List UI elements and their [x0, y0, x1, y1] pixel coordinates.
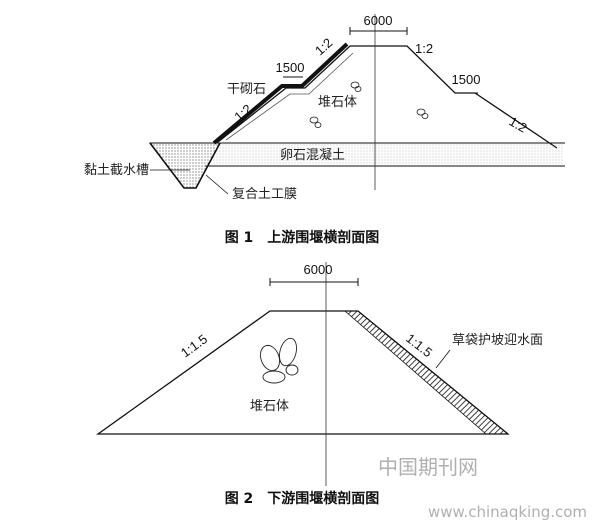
figure-2-caption: 图 2 下游围堰横剖面图	[225, 490, 380, 507]
label-concrete: 卵石混凝土	[280, 147, 345, 163]
leader-sandbag	[435, 349, 451, 369]
slope-label-left-upper: 1:2	[312, 35, 335, 58]
concrete-layer	[212, 143, 564, 166]
top-width-label-2: 6000	[304, 262, 333, 277]
label-rockfill: 堆石体	[318, 95, 357, 110]
boulder-cluster-icon	[259, 337, 299, 384]
boulder-icon	[309, 81, 429, 128]
label-riprap: 干砌石	[227, 82, 266, 97]
top-width-dimension-2: 6000	[269, 262, 359, 286]
embankment-outline-2	[95, 310, 510, 435]
top-width-dimension: 6000	[349, 13, 408, 35]
watermark-cn: 中国期刊网	[378, 455, 478, 479]
label-membrane: 复合土工膜	[232, 187, 297, 202]
left-berm-label: 1500	[276, 60, 305, 75]
label-sandbag: 草袋护坡迎水面	[452, 333, 543, 348]
right-berm-label: 1500	[452, 72, 481, 87]
figure-2-downstream-cofferdam: 6000 1:1.5 1:1.5 堆石体 草袋护坡迎水面 图 2 下游围堰横剖面…	[95, 262, 543, 507]
top-width-label: 6000	[364, 13, 393, 28]
left-berm-dimension: 1500	[276, 60, 305, 78]
label-clay-trench: 黏土截水槽	[84, 162, 149, 178]
leader-membrane	[205, 174, 229, 195]
watermark-url: www.chinaqking.com	[428, 503, 587, 521]
slope-label-right-upper: 1:2	[415, 41, 433, 56]
figure-1-caption: 图 1 上游围堰横剖面图	[225, 229, 380, 246]
riprap-layer	[212, 42, 349, 145]
geomembrane-line	[149, 142, 221, 189]
slope-label-left-2: 1:1.5	[178, 331, 210, 360]
right-berm-dimension: 1500	[452, 72, 481, 94]
label-rockfill-2: 堆石体	[250, 399, 289, 414]
inner-slope-line	[225, 52, 354, 141]
sandbag-protection	[343, 310, 510, 435]
figure-1-upstream-cofferdam: 6000 1500 1500 1:2 1:2 1:2 1:2 干砌石 堆石体 黏…	[84, 13, 565, 246]
slope-label-left-lower: 1:2	[231, 101, 254, 124]
